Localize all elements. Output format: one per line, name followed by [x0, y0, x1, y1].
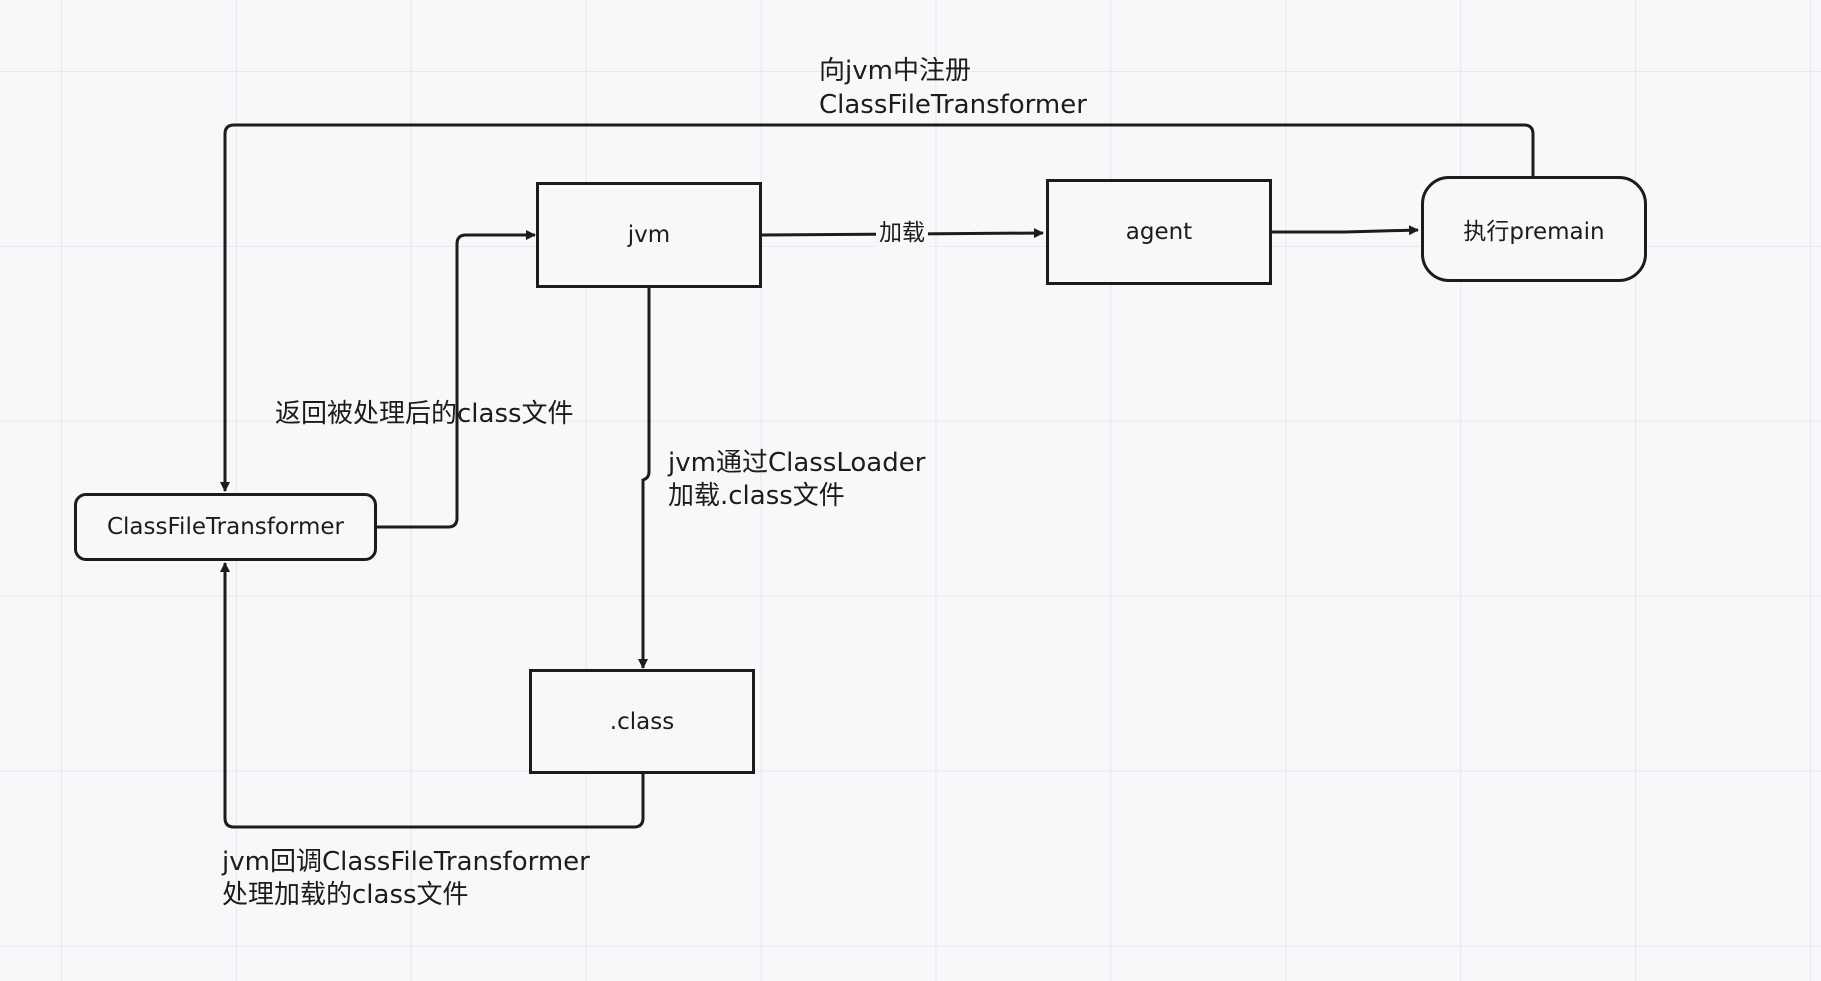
edge-transformer-to-jvm — [377, 230, 536, 529]
edge-label-callback-line2: 处理加载的class文件 — [222, 880, 469, 910]
edge-label-register-line1: 向jvm中注册 — [819, 56, 971, 86]
edge-label-load-agent: 加载 — [876, 218, 928, 248]
node-class-file[interactable]: .class — [529, 669, 755, 774]
edge-class-to-transformer — [220, 562, 645, 829]
edge-label-return-class: 返回被处理后的class文件 — [275, 399, 574, 429]
edge-label-callback-line1: jvm回调ClassFileTransformer — [222, 847, 590, 877]
edge-premain-to-transformer — [220, 123, 1535, 492]
edge-agent-to-premain — [1272, 225, 1419, 236]
edge-label-classloader-line2: 加载.class文件 — [668, 481, 845, 511]
node-class-file-label: .class — [609, 708, 675, 735]
node-premain-label: 执行premain — [1463, 219, 1605, 245]
edge-label-classloader-line1: jvm通过ClassLoader — [668, 448, 926, 478]
node-jvm-label: jvm — [627, 222, 671, 248]
node-transformer-label: ClassFileTransformer — [106, 514, 344, 540]
edge-label-register-line2: ClassFileTransformer — [819, 90, 1087, 120]
node-agent-label: agent — [1125, 219, 1193, 245]
node-jvm[interactable]: jvm — [536, 182, 762, 288]
edge-jvm-to-class — [638, 288, 651, 669]
node-agent[interactable]: agent — [1046, 179, 1272, 285]
node-premain[interactable]: 执行premain — [1421, 176, 1647, 282]
node-transformer[interactable]: ClassFileTransformer — [74, 493, 377, 561]
